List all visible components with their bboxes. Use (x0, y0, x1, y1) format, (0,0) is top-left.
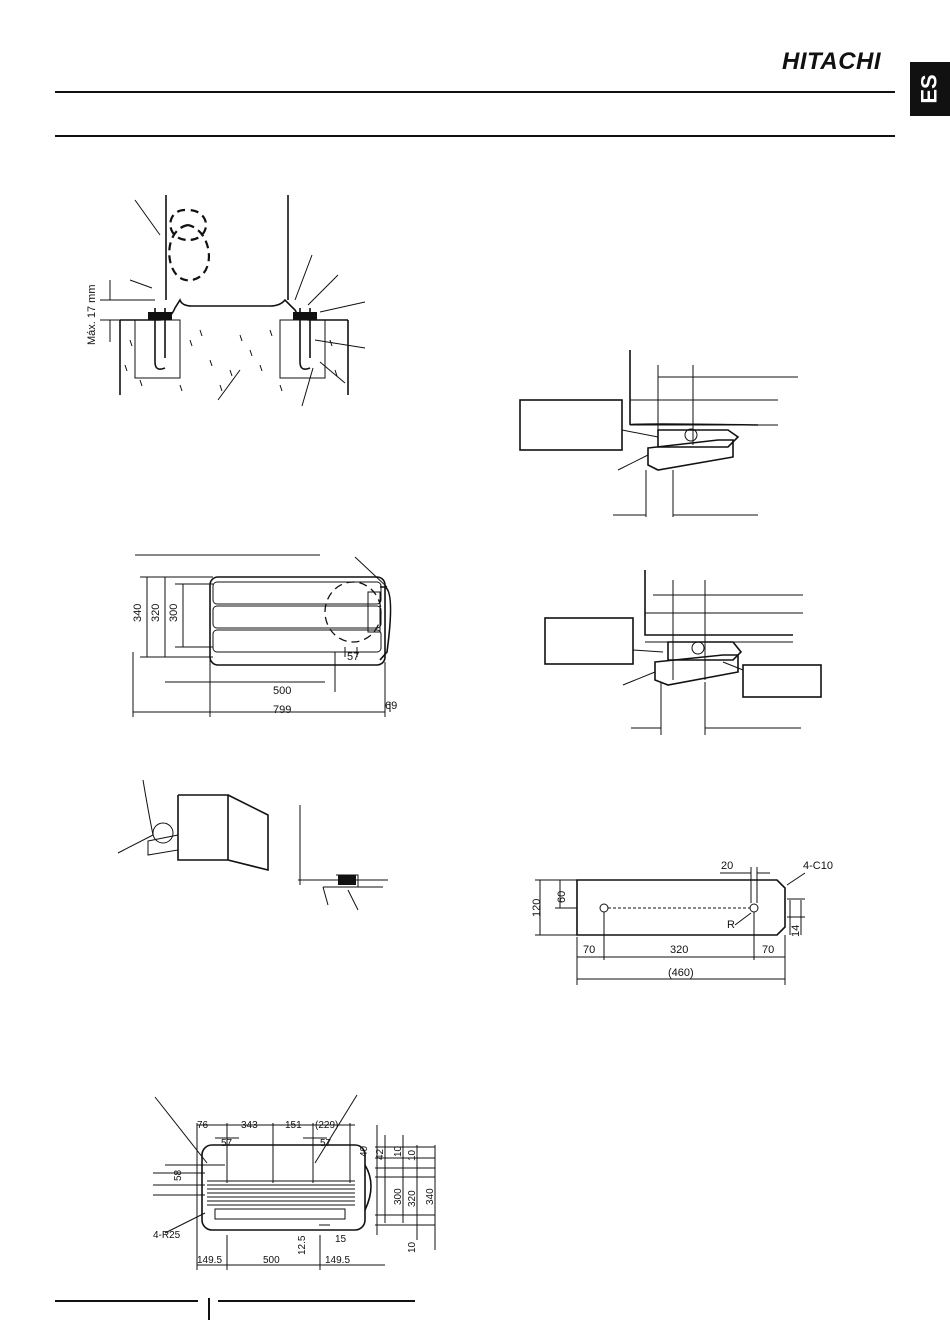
plate-dim-60: 60 (556, 891, 568, 903)
footer-rule-right (218, 1300, 415, 1302)
dim-320-b: 320 (407, 1190, 418, 1207)
language-tab: ES (910, 62, 950, 116)
corner-iso-diagram (118, 775, 398, 915)
dim-10-top-b: 10 (407, 1149, 418, 1161)
dim-15: 15 (335, 1234, 347, 1245)
dim-300-b: 300 (393, 1188, 404, 1205)
dim-320: 320 (150, 604, 162, 622)
dim-343: 343 (241, 1120, 258, 1131)
louver-3 (213, 630, 381, 652)
hitachi-logo: HITACHI (782, 48, 881, 76)
unit-base (150, 300, 348, 320)
fan-outline (325, 582, 381, 642)
footer-divider (208, 1298, 210, 1320)
support-block-1 (658, 430, 738, 447)
callout-box-2b (743, 665, 821, 697)
dim-151: 151 (285, 1120, 302, 1131)
plate-dim-70-right: 70 (762, 944, 774, 956)
dim-58: 58 (173, 1169, 184, 1181)
max-dimension-lines (100, 280, 155, 342)
plate-dim-r: R (727, 919, 735, 931)
dim-149-5-right: 149.5 (325, 1255, 350, 1266)
callout-box-2a (545, 618, 633, 664)
dim-57-right: 57 (320, 1138, 332, 1149)
callout-box-1 (520, 400, 622, 450)
foundation-diagram: Máx. 17 mm (80, 190, 380, 410)
bolt-detail (153, 823, 173, 843)
plate-dim-70-left: 70 (583, 944, 595, 956)
filter-panel (215, 1209, 345, 1219)
plate-dim-20: 20 (721, 860, 733, 872)
plate-dim-320: 320 (670, 944, 688, 956)
dim-300: 300 (168, 604, 180, 622)
dim-40: 40 (359, 1145, 370, 1157)
dim-500-b: 500 (263, 1255, 280, 1266)
plate-dim-4c10: 4-C10 (803, 860, 833, 872)
hole-left (600, 904, 608, 912)
section-lines (298, 805, 388, 887)
dim-340-b: 340 (425, 1188, 436, 1205)
dim-57: 57 (347, 651, 359, 663)
dim-229: (229) (315, 1120, 338, 1131)
nut-right (293, 312, 317, 320)
footer-rule-left (55, 1300, 198, 1302)
section-bolt (338, 875, 356, 885)
unit-side-2 (645, 570, 793, 635)
louver-2 (213, 606, 381, 628)
wall-line (143, 780, 153, 835)
mount-side-diagram-2 (543, 570, 833, 740)
base-plate-diagram: 20 4-C10 120 60 R 14 70 320 70 (460) (525, 855, 825, 990)
dim-42: 42 (375, 1148, 386, 1160)
dim-500: 500 (273, 685, 291, 697)
unit-cap (365, 1165, 371, 1210)
dim-69: 69 (385, 700, 397, 712)
unit-side-1 (630, 350, 758, 425)
bracket (148, 835, 178, 855)
unit-outline-bottom (202, 1145, 365, 1230)
bottom-layout-diagram: 76 343 151 (229) 57 57 58 40 42 10 10 30… (145, 1095, 445, 1275)
plate-dim-14: 14 (790, 925, 802, 937)
dim-799: 799 (273, 704, 291, 716)
dim-lines-1 (630, 365, 798, 445)
max-dimension-label: Máx. 17 mm (86, 284, 98, 345)
dimension-lines-bottom (133, 557, 390, 717)
dim-57-left: 57 (221, 1138, 233, 1149)
hole-right (750, 904, 758, 912)
dim-4-r25: 4-R25 (153, 1230, 181, 1241)
bolt-2 (692, 642, 704, 654)
language-code: ES (917, 74, 943, 103)
bottom-dims-2 (623, 672, 801, 735)
section-callouts (323, 887, 358, 910)
plate-dim-460: (460) (668, 967, 694, 979)
plate-dim-120: 120 (531, 899, 543, 917)
header-rule-top (55, 91, 895, 93)
dim-12-5: 12.5 (297, 1235, 308, 1255)
grille-lines (207, 1181, 355, 1205)
louver-1 (213, 582, 381, 604)
dim-76: 76 (197, 1120, 209, 1131)
dim-340: 340 (132, 604, 144, 622)
nut-left (148, 312, 172, 320)
dim-149-5-left: 149.5 (197, 1255, 222, 1266)
callout-leader-1 (622, 430, 658, 437)
base-dimension-diagram: 340 320 300 57 500 799 69 (125, 552, 415, 717)
mount-side-diagram-1 (518, 345, 798, 525)
corner-box (178, 795, 268, 870)
dim-10-bottom: 10 (407, 1241, 418, 1253)
rail-1 (648, 440, 733, 470)
dim-10-top-a: 10 (393, 1145, 404, 1157)
bottom-dims-1 (613, 455, 758, 517)
header-rule-bottom (55, 135, 895, 137)
